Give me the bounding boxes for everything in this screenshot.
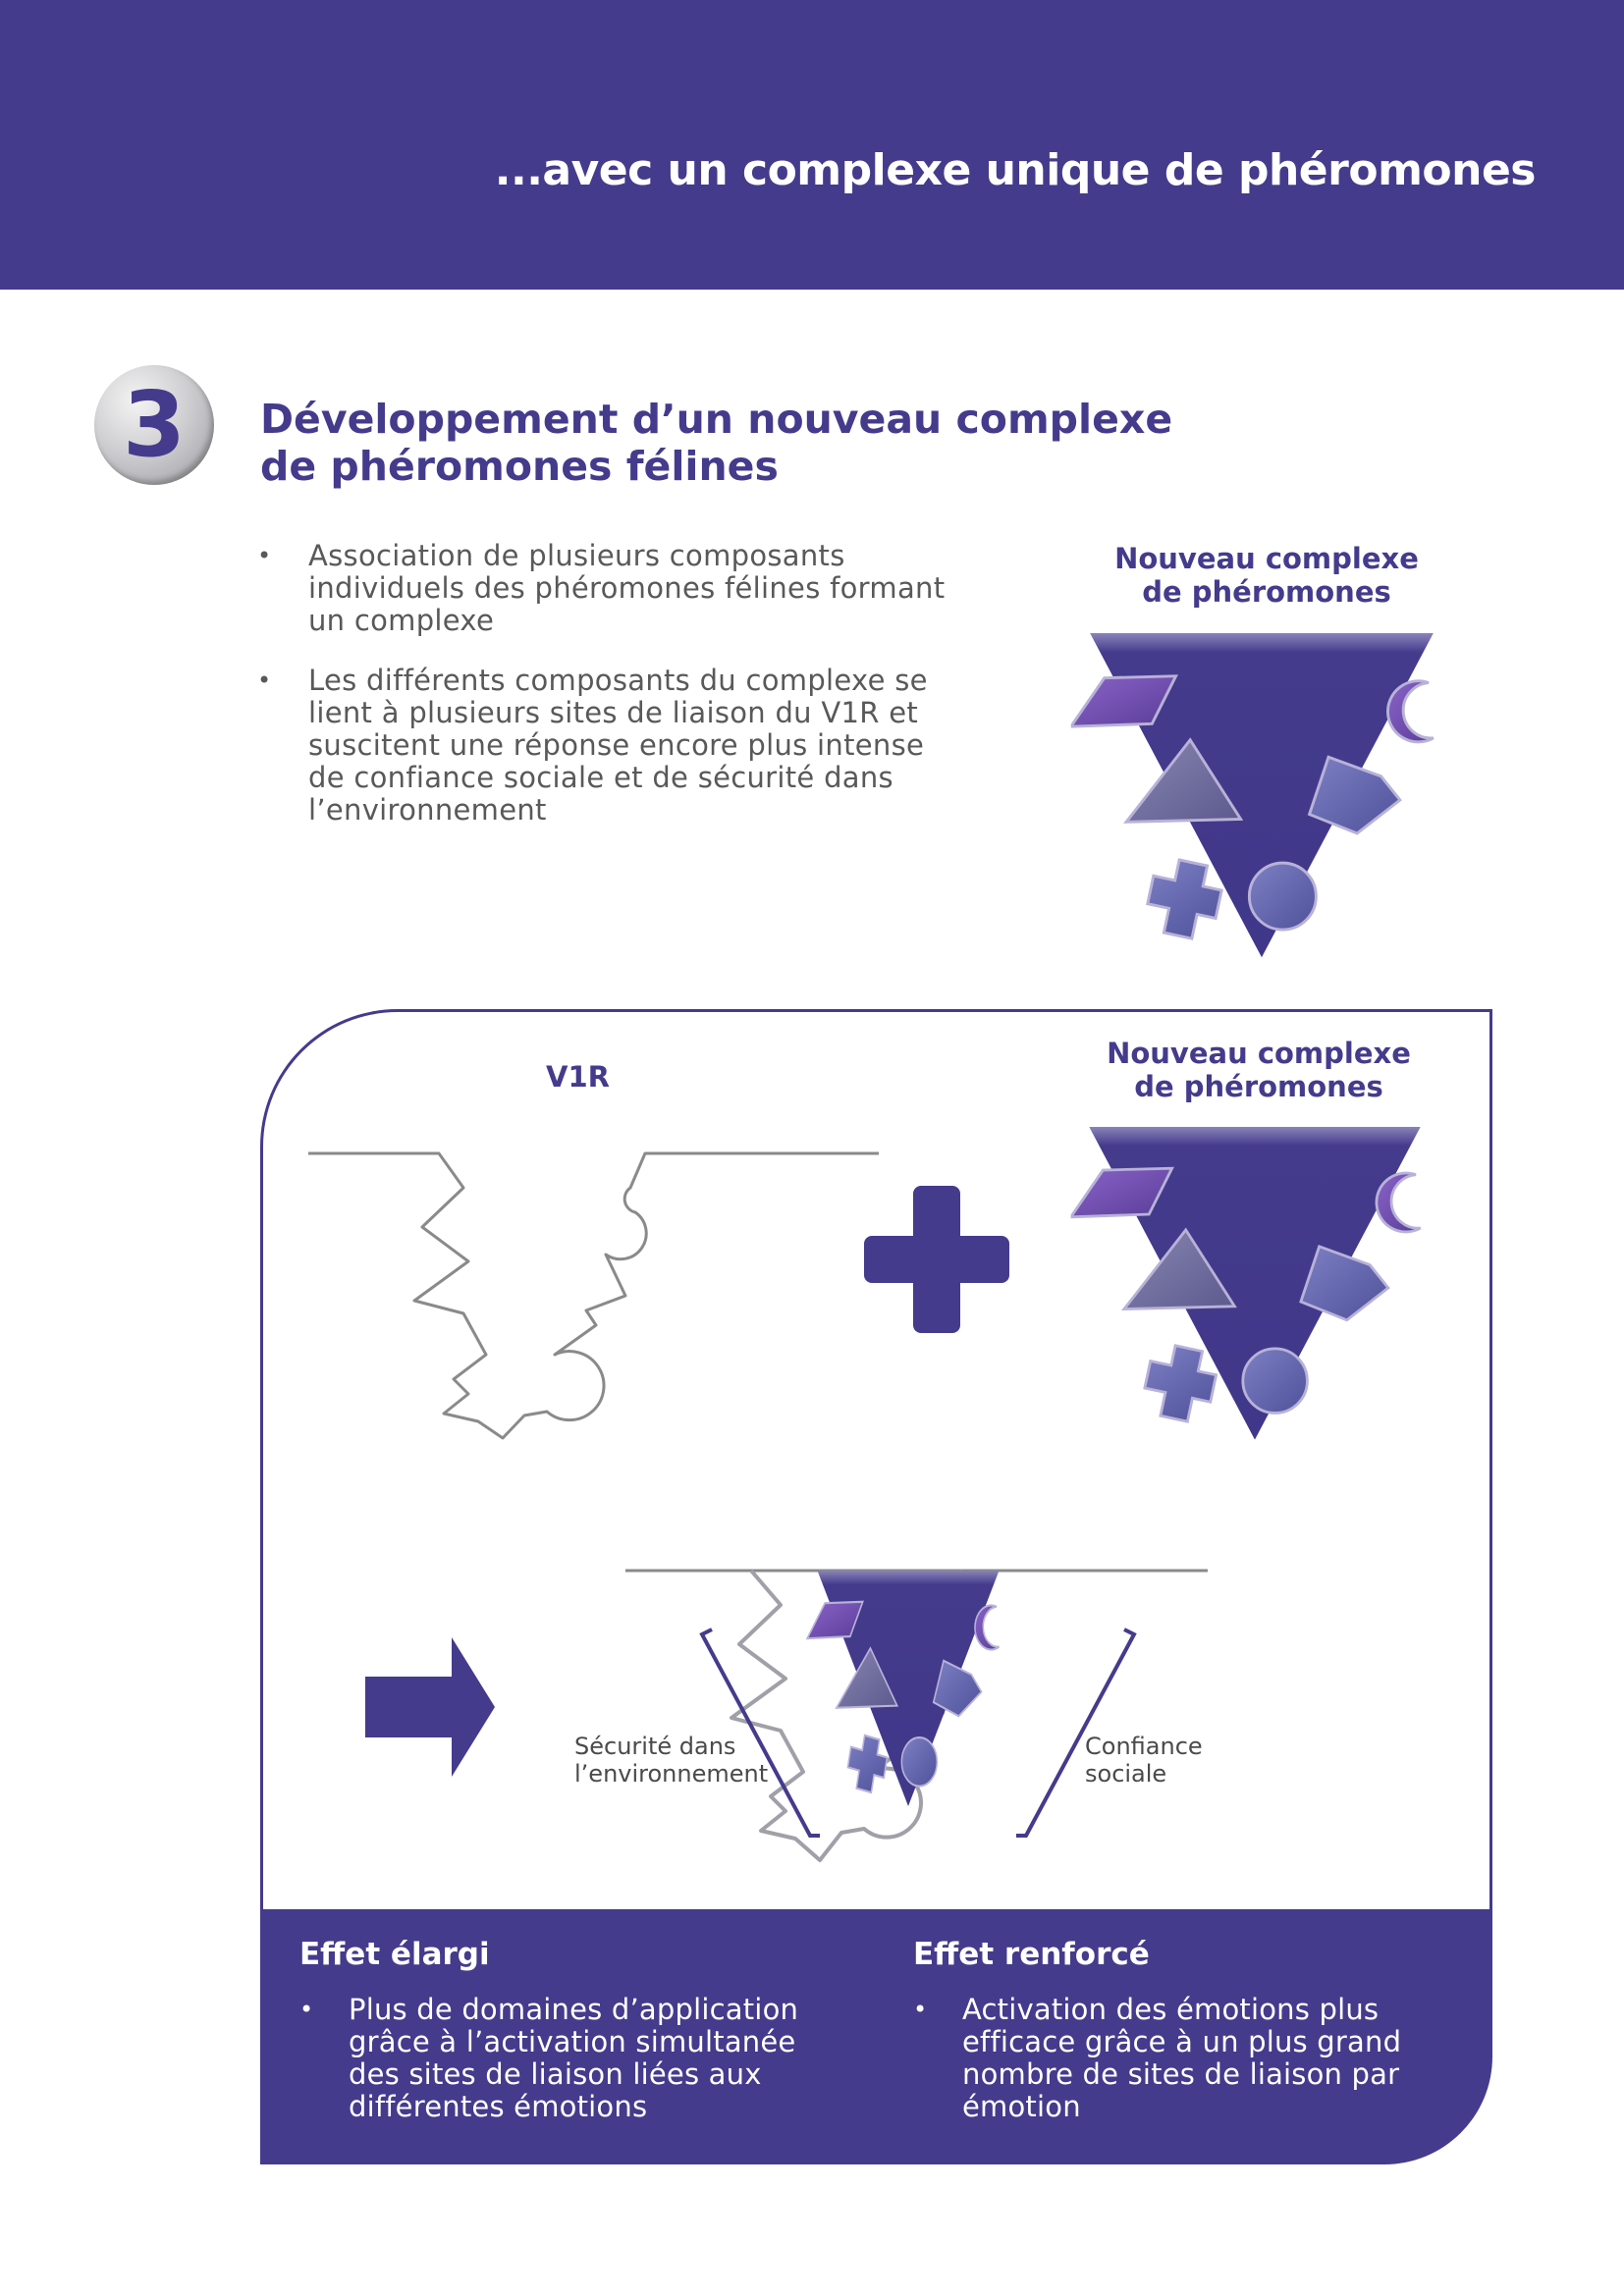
section-title: Développement d’un nouveau complexe de p… — [260, 396, 1203, 490]
arrow-right-icon — [365, 1637, 495, 1777]
effect-reinforced-list: Activation des émotions plus efficace gr… — [913, 1994, 1463, 2123]
plus-icon — [864, 1186, 1009, 1333]
security-label: Sécurité dans l’environnement — [574, 1733, 768, 1788]
v1r-receptor-outline — [308, 1151, 879, 1440]
security-label-line-1: Sécurité dans — [574, 1733, 736, 1760]
section-number: 3 — [122, 372, 186, 477]
complex-label-top-line-1: Nouveau complexe — [1114, 542, 1419, 575]
intro-bullet-1: Association de plusieurs composants indi… — [257, 540, 964, 637]
section-title-line-2: de phéromones félines — [260, 443, 779, 490]
social-trust-label: Confiance sociale — [1085, 1733, 1203, 1788]
social-trust-label-line-1: Confiance — [1085, 1733, 1203, 1760]
complex-label-top: Nouveau complexe de phéromones — [1090, 542, 1443, 609]
effect-broadened-list: Plus de domaines d’application grâce à l… — [299, 1994, 849, 2123]
complex-label-panel-line-2: de phéromones — [1134, 1070, 1383, 1103]
header-band — [0, 0, 1624, 290]
pheromone-complex-illustration-top — [1060, 633, 1463, 967]
effect-reinforced-text: Activation des émotions plus efficace gr… — [913, 1994, 1463, 2123]
page-title: ...avec un complexe unique de phéromones — [494, 145, 1537, 195]
intro-bullet-list: Association de plusieurs composants indi… — [257, 540, 964, 854]
section-number-badge: 3 — [94, 365, 214, 485]
effect-broadened: Effet élargi Plus de domaines d’applicat… — [299, 1937, 849, 2123]
effect-reinforced-title: Effet renforcé — [913, 1937, 1150, 1972]
section-title-line-1: Développement d’un nouveau complexe — [260, 396, 1173, 443]
effects-band: Effet élargi Plus de domaines d’applicat… — [260, 1909, 1492, 2164]
complex-label-panel-line-1: Nouveau complexe — [1107, 1037, 1411, 1070]
v1r-label: V1R — [546, 1060, 610, 1094]
complex-label-panel: Nouveau complexe de phéromones — [1082, 1037, 1435, 1103]
intro-bullet-2: Les différents composants du complexe se… — [257, 665, 964, 827]
effect-reinforced: Effet renforcé Activation des émotions p… — [913, 1937, 1463, 2123]
social-trust-label-line-2: sociale — [1085, 1760, 1167, 1788]
effect-broadened-title: Effet élargi — [299, 1937, 490, 1972]
bound-complex-illustration — [625, 1569, 1208, 1862]
effect-broadened-text: Plus de domaines d’application grâce à l… — [299, 1994, 849, 2123]
complex-label-top-line-2: de phéromones — [1142, 575, 1391, 609]
pheromone-complex-illustration-panel — [1054, 1127, 1456, 1449]
security-label-line-2: l’environnement — [574, 1760, 769, 1788]
